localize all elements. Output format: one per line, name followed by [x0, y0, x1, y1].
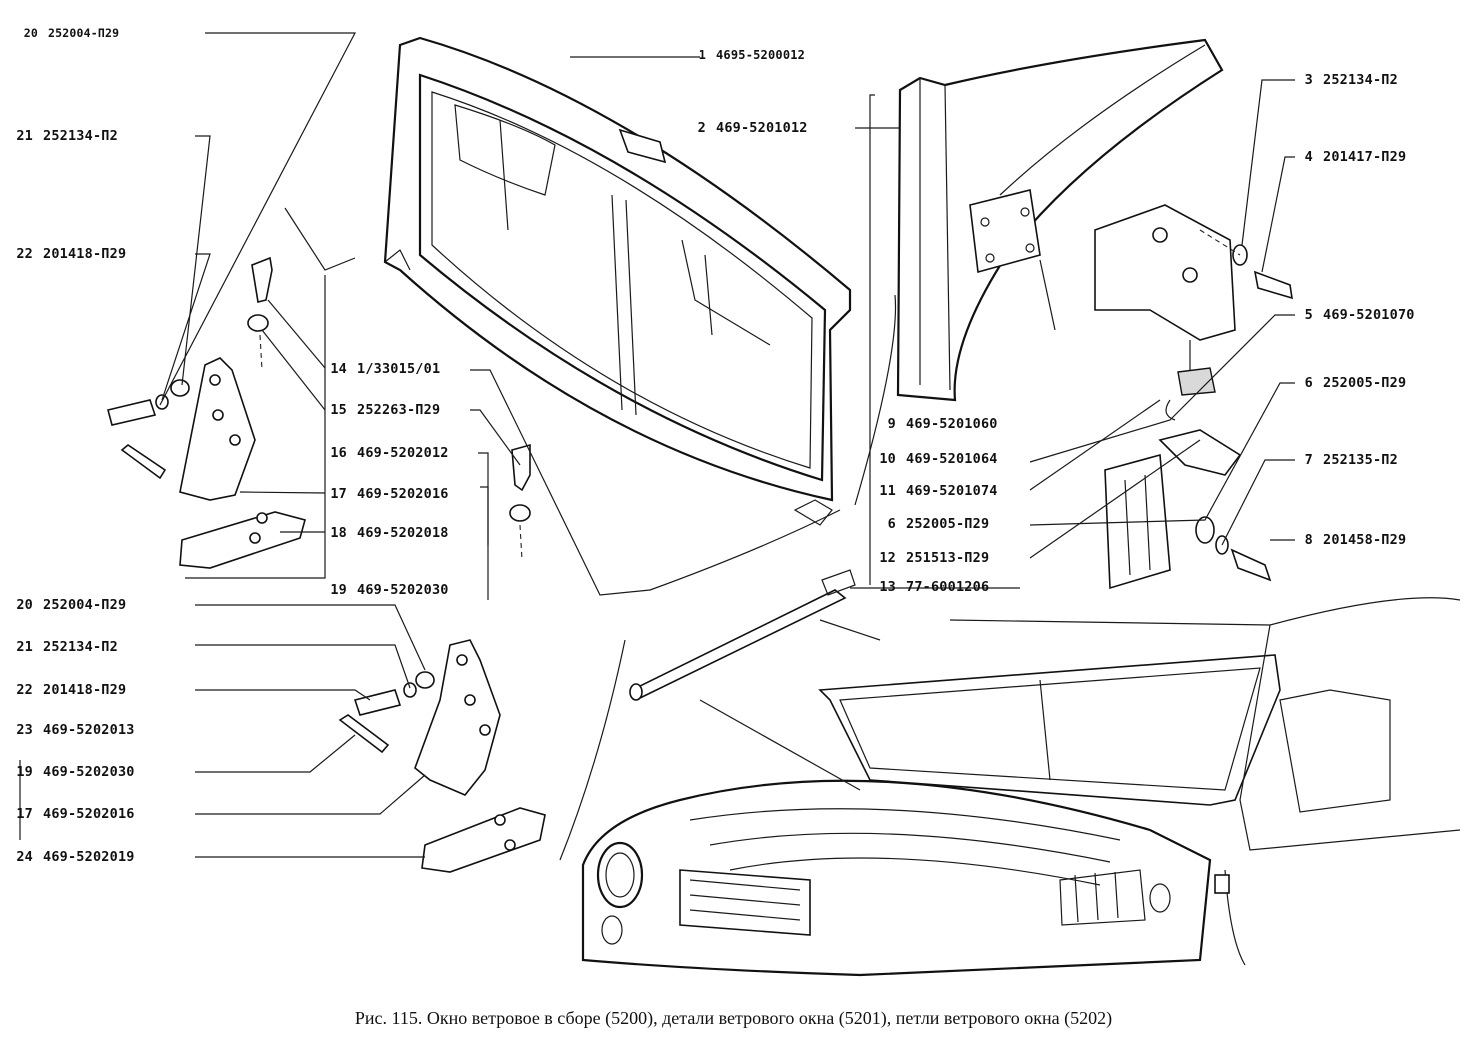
- windshield-frame: [383, 36, 852, 526]
- bolt-and-washer-set: [1199, 229, 1293, 300]
- left-hinge-upper: [107, 256, 306, 569]
- vehicle-front-view: [581, 597, 1461, 977]
- left-hinge-lower: [338, 443, 546, 873]
- windshield-pillar: [896, 38, 1224, 402]
- figure-caption: Рис. 115. Окно ветровое в сборе (5200), …: [354, 1008, 1113, 1028]
- windshield-strap: [629, 569, 856, 701]
- lower-hinge-bracket: [1104, 429, 1272, 590]
- leader-lines: [19, 32, 1295, 861]
- pillar-hinge-bracket: [1094, 204, 1236, 421]
